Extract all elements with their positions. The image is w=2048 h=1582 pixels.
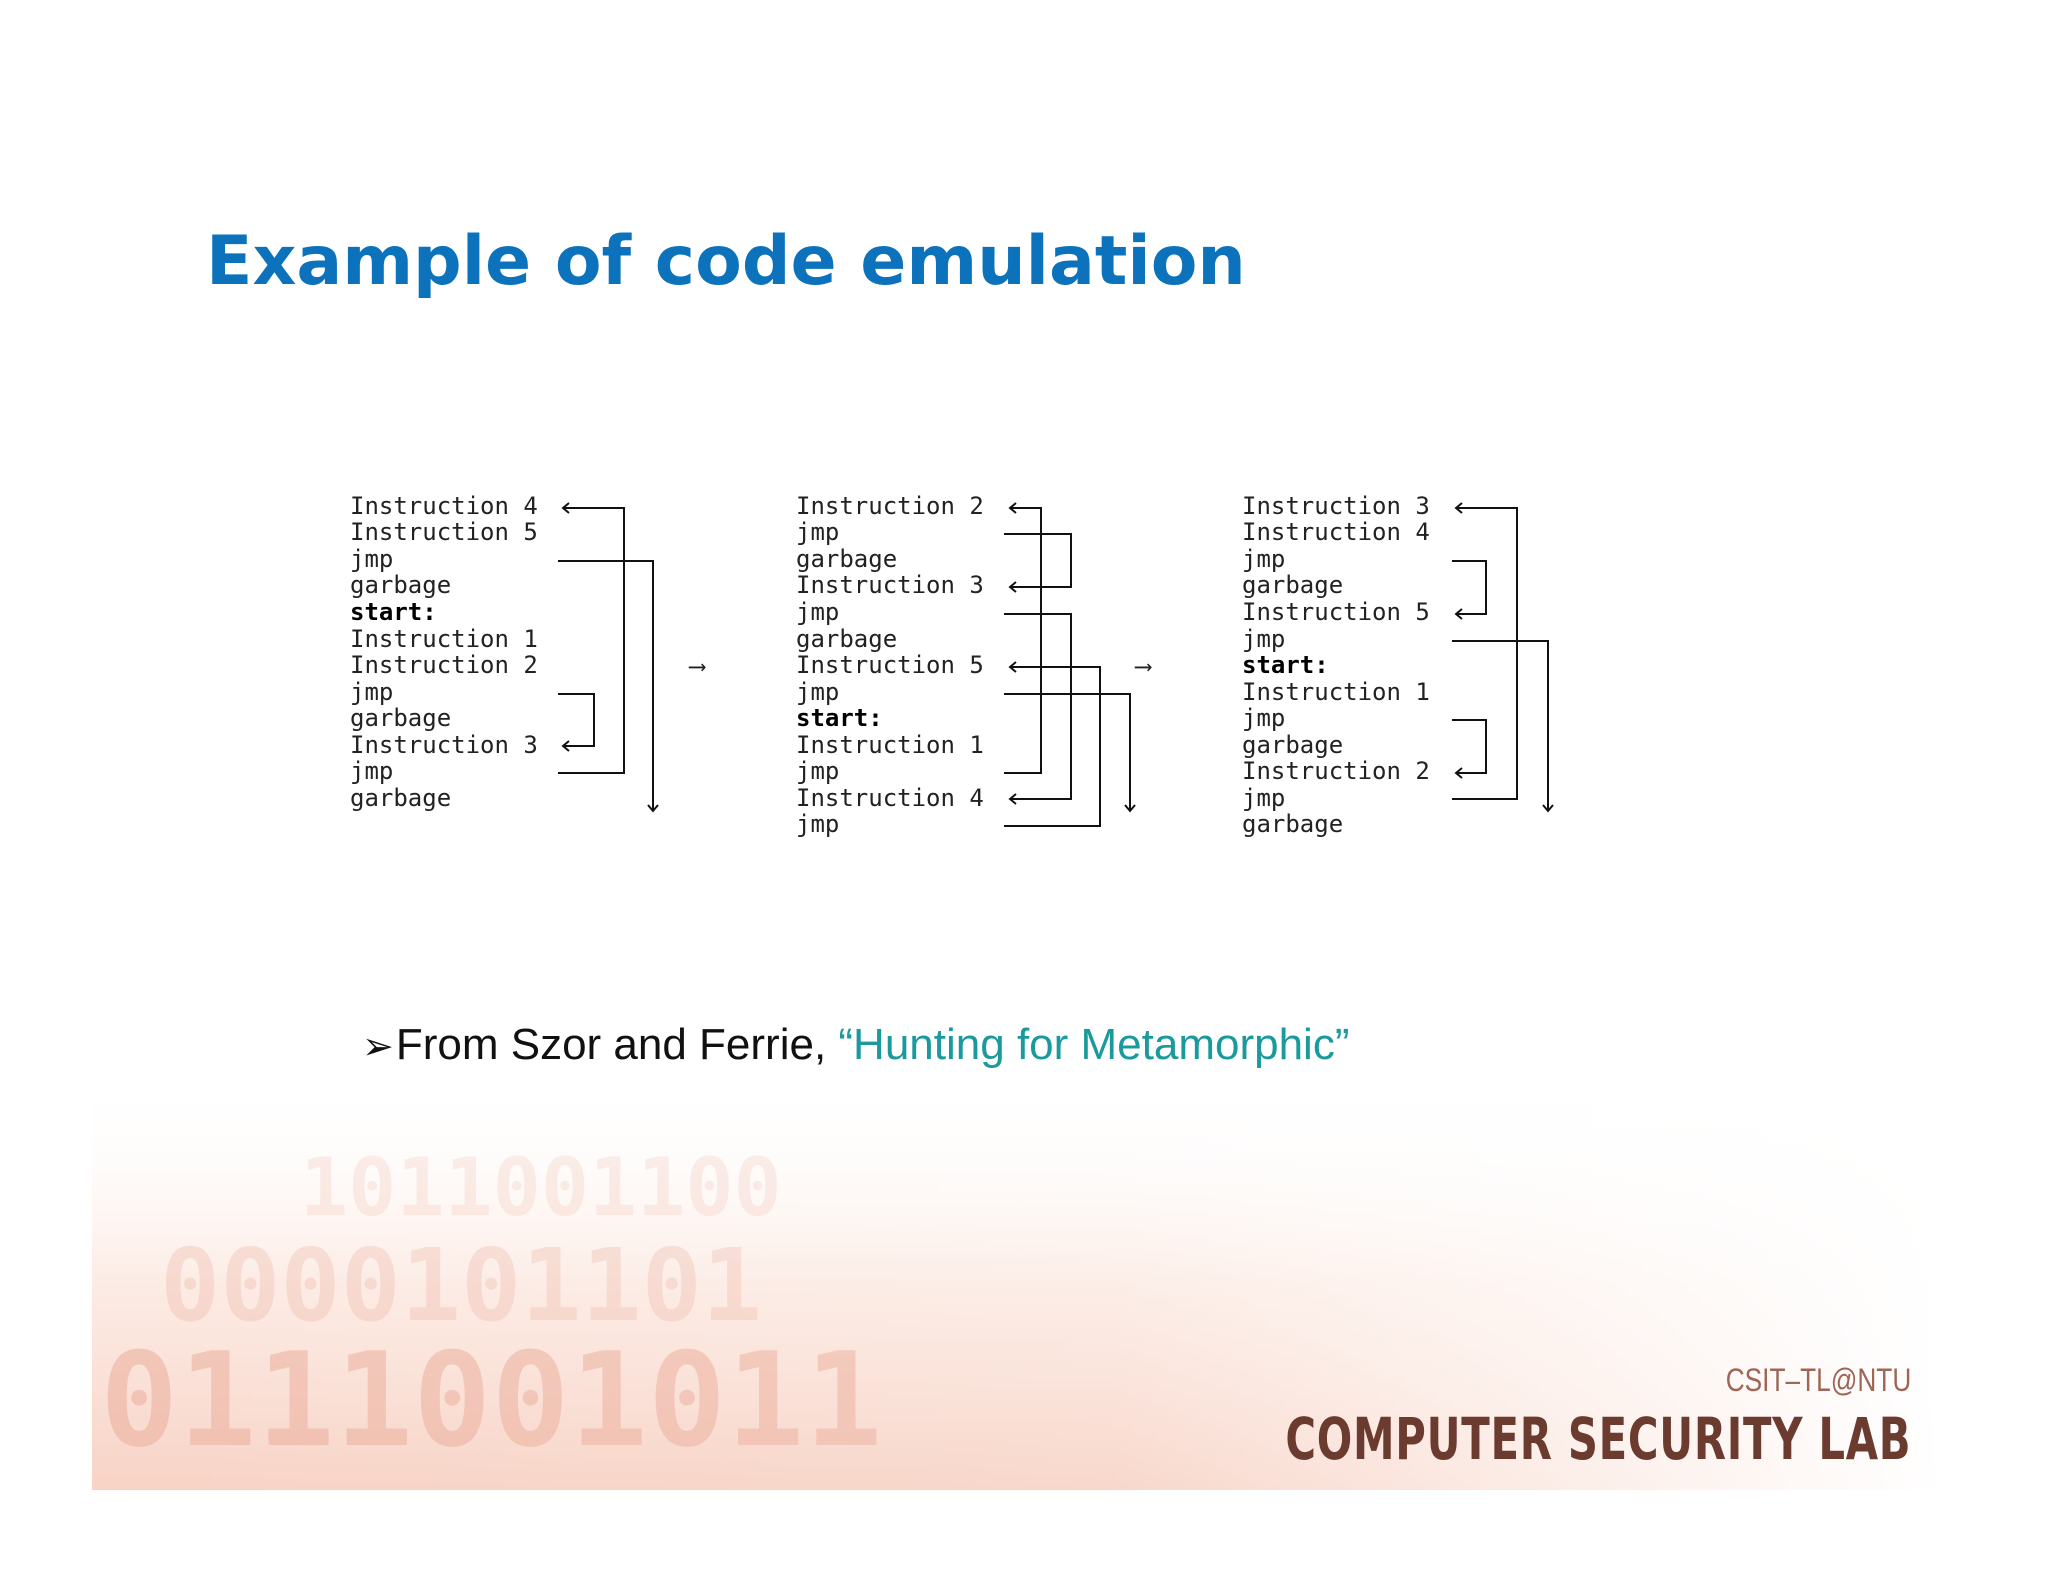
code-line: jmp xyxy=(350,757,393,785)
code-line: garbage xyxy=(796,545,897,573)
code-line: jmp xyxy=(350,678,393,706)
code-line: Instruction 3 xyxy=(1242,492,1430,520)
code-line: garbage xyxy=(1242,731,1343,759)
slide-title: Example of code emulation xyxy=(206,222,1246,301)
code-line: Instruction 5 xyxy=(796,651,984,679)
code-line: jmp xyxy=(1242,625,1285,653)
flow-arrows xyxy=(1452,502,1554,813)
code-line: Instruction 2 xyxy=(796,492,984,520)
code-column-intermediate: Instruction 2 jmp garbage Instruction 3 … xyxy=(796,492,1136,838)
flow-arrows xyxy=(558,502,659,813)
lab-affiliation: CSIT–TL@NTU xyxy=(1725,1362,1911,1398)
code-line: garbage xyxy=(1242,810,1343,838)
citation-work-title: “Hunting for Metamorphic” xyxy=(838,1020,1350,1069)
code-line: garbage xyxy=(350,571,451,599)
code-line: Instruction 3 xyxy=(350,731,538,759)
code-line-start-label: start: xyxy=(350,598,437,626)
code-line: Instruction 5 xyxy=(350,518,538,546)
code-line: jmp xyxy=(796,757,839,785)
code-line: garbage xyxy=(350,784,451,812)
code-line: jmp xyxy=(796,678,839,706)
code-line: Instruction 4 xyxy=(350,492,538,520)
code-line: Instruction 4 xyxy=(796,784,984,812)
code-line-start-label: start: xyxy=(796,704,883,732)
code-line: Instruction 2 xyxy=(1242,757,1430,785)
code-line: Instruction 1 xyxy=(350,625,538,653)
code-line: Instruction 2 xyxy=(350,651,538,679)
transform-arrow: ⟶ xyxy=(688,652,706,680)
bullet-arrow-icon: ➢ xyxy=(362,1024,394,1068)
code-line: garbage xyxy=(796,625,897,653)
code-line: jmp xyxy=(796,518,839,546)
source-citation: ➢From Szor and Ferrie, “Hunting for Meta… xyxy=(362,1020,1349,1070)
code-line: garbage xyxy=(1242,571,1343,599)
citation-authors: From Szor and Ferrie, xyxy=(395,1020,839,1069)
code-line: jmp xyxy=(1242,704,1285,732)
code-line: jmp xyxy=(1242,784,1285,812)
code-line: Instruction 1 xyxy=(796,731,984,759)
code-column-original: Instruction 4 Instruction 5 jmp garbage … xyxy=(350,492,659,813)
flow-arrows xyxy=(1004,502,1136,827)
code-line: Instruction 5 xyxy=(1242,598,1430,626)
code-line: jmp xyxy=(796,598,839,626)
code-line: garbage xyxy=(350,704,451,732)
code-line: Instruction 3 xyxy=(796,571,984,599)
code-column-final: Instruction 3 Instruction 4 jmp garbage … xyxy=(1242,492,1554,838)
code-line: Instruction 1 xyxy=(1242,678,1430,706)
code-line: jmp xyxy=(1242,545,1285,573)
code-line: Instruction 4 xyxy=(1242,518,1430,546)
transform-arrow: ⟶ xyxy=(1134,652,1152,680)
code-line-start-label: start: xyxy=(1242,651,1329,679)
lab-logo-text: COMPUTER SECURITY LAB xyxy=(1285,1405,1911,1473)
code-line: jmp xyxy=(796,810,839,838)
code-line: jmp xyxy=(350,545,393,573)
